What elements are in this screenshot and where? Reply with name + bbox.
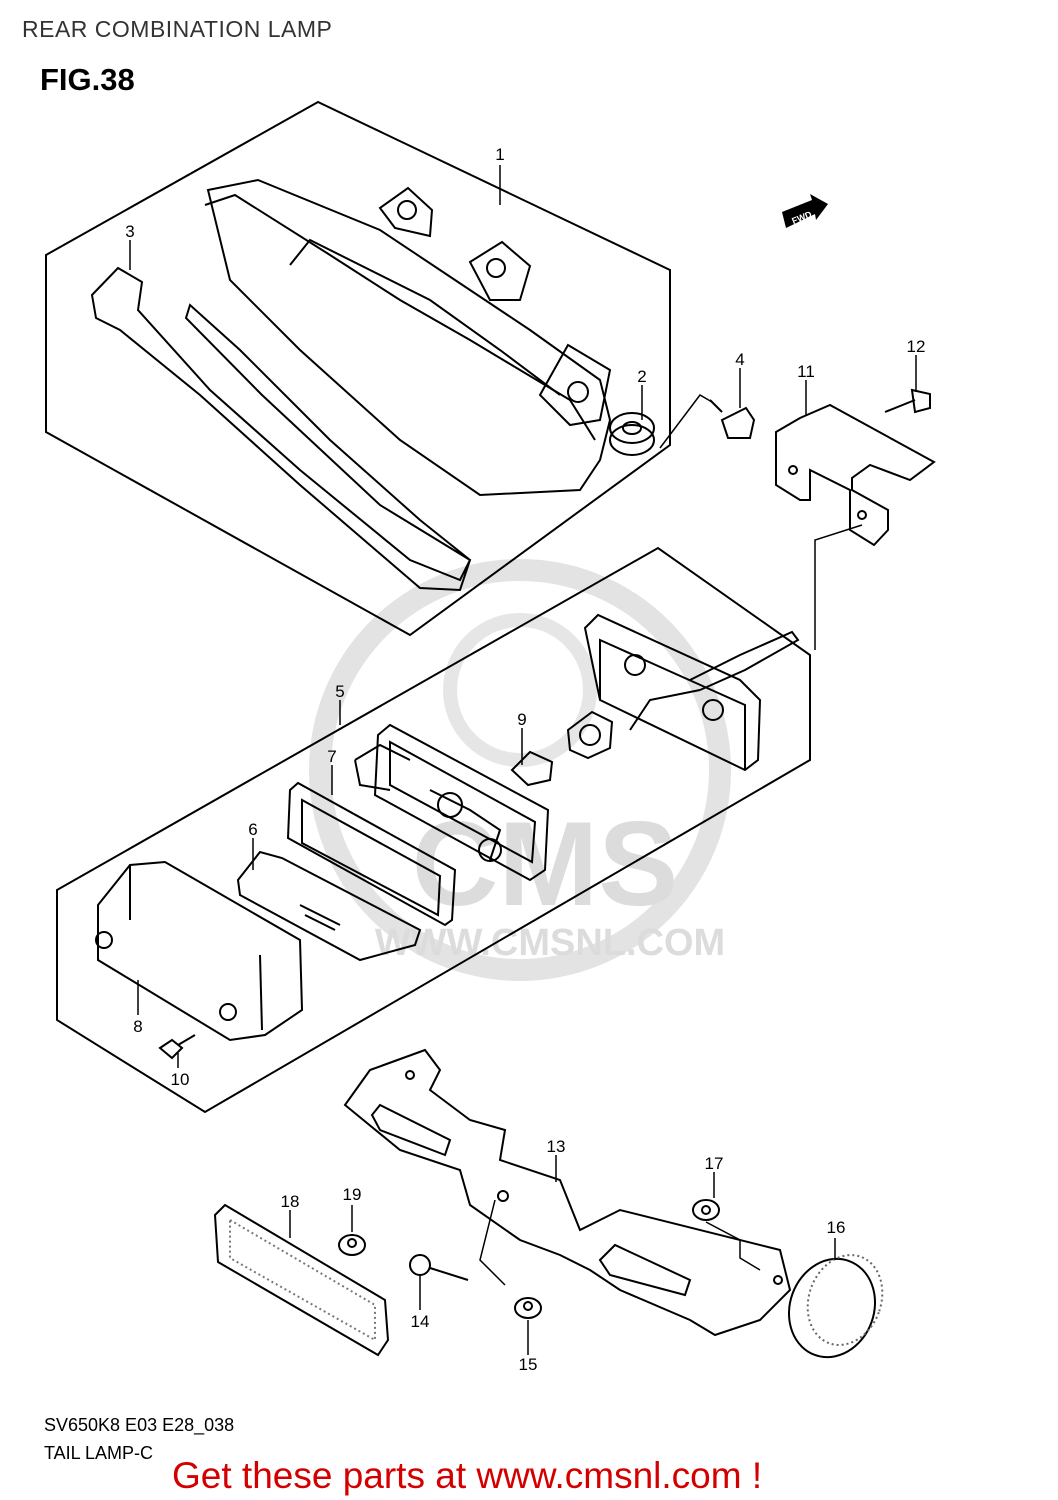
part-bracket [775,403,936,547]
part-gasket [236,781,457,962]
model-code: SV650K8 E03 E28_038 [44,1415,235,1435]
callout-8: 8 [133,1017,142,1036]
part-license-lamp-body [583,613,800,772]
figure-label: FIG.38 [40,62,135,97]
callout-13: 13 [547,1137,566,1156]
callout-17: 17 [705,1154,724,1173]
callout-16: 16 [827,1218,846,1237]
callout-1: 1 [495,145,504,164]
watermark-url: WWW.CMSNL.COM [375,922,725,964]
part-rect-reflector [213,1203,390,1357]
callout-9: 9 [517,710,526,729]
forward-direction-icon: FWD [782,194,828,228]
part-nut-15 [514,1297,542,1319]
part-screw-10 [158,1034,196,1060]
part-round-reflector [787,1254,884,1359]
part-tail-lamp-housing [204,178,612,497]
part-grommet [609,412,655,456]
variant-label: TAIL LAMP-C [44,1443,154,1463]
group-box-tail-lamp-assembly [45,100,671,637]
part-bulb [510,710,614,787]
part-side-lens [90,266,472,592]
callout-14: 14 [411,1312,430,1331]
cta-link[interactable]: Get these parts at www.cmsnl.com ! [172,1455,763,1496]
callout-3: 3 [125,222,134,241]
callout-6: 6 [248,820,257,839]
part-well-nut [709,399,756,439]
callout-2: 2 [637,367,646,386]
part-license-lens [95,860,304,1042]
callout-10: 10 [171,1070,190,1089]
part-nut-17 [692,1199,720,1221]
group-box-license-lamp-assembly [56,546,811,1114]
callout-18: 18 [281,1192,300,1211]
callout-11: 11 [797,362,815,381]
callout-4: 4 [735,350,744,369]
part-screw-14 [409,1254,469,1281]
callout-19: 19 [343,1185,362,1204]
page-title: REAR COMBINATION LAMP [22,16,333,42]
part-socket-plate [354,723,550,882]
callout-15: 15 [519,1355,538,1374]
part-license-bracket [343,1048,792,1337]
callout-labels: 1 2 3 4 5 6 7 8 9 10 11 12 13 14 15 16 1… [125,145,925,1374]
callout-12: 12 [907,337,926,356]
part-nut-19 [338,1234,366,1256]
part-screw-12 [884,388,931,414]
callout-7: 7 [327,747,336,766]
callout-5: 5 [335,682,344,701]
